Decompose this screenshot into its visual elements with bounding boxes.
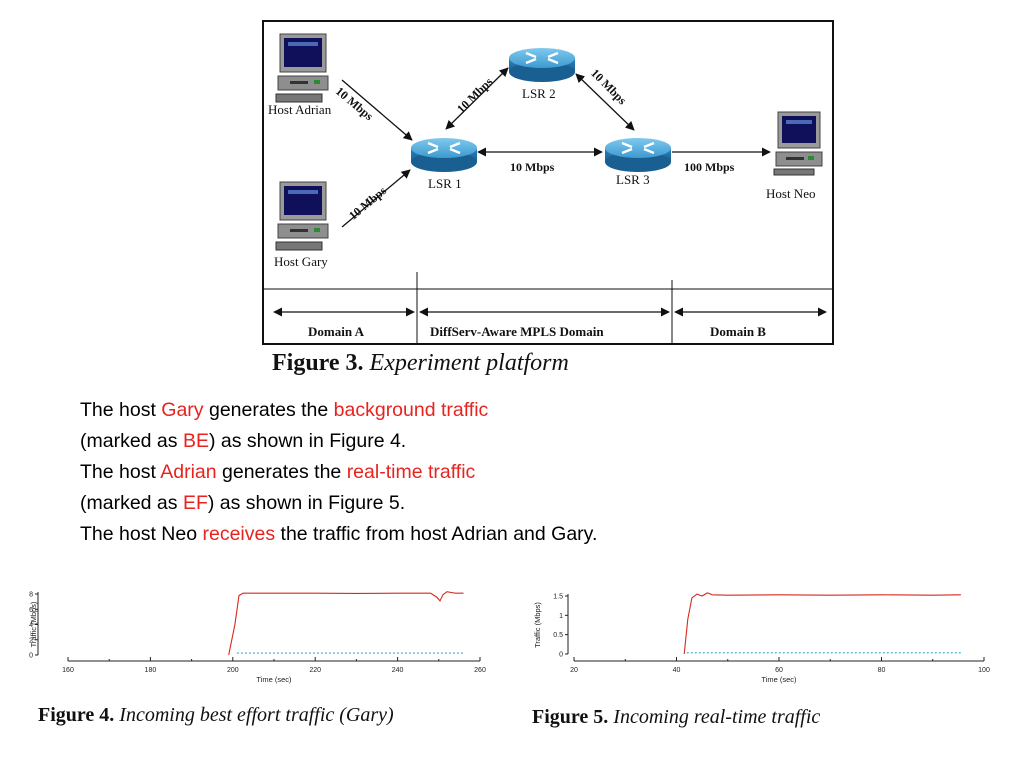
lsr2-label: LSR 2	[522, 86, 556, 101]
highlight-background-traffic: background traffic	[333, 399, 489, 421]
x-tick-label: 200	[227, 667, 239, 674]
link-label-lsr1-lsr3: 10 Mbps	[510, 160, 555, 174]
text-span: The host	[80, 399, 162, 421]
text-span: The host Neo	[80, 523, 203, 545]
link-adrian-lsr1	[341, 79, 413, 141]
y-tick-label: 4	[29, 622, 33, 629]
computer-host-gary-icon	[275, 181, 329, 251]
figure-3-caption: Figure 3. Experiment platform	[272, 350, 569, 377]
x-tick-label: 180	[145, 667, 157, 674]
x-tick-label: 240	[392, 667, 404, 674]
text-span: (marked as	[80, 492, 183, 514]
host-adrian-label: Host Adrian	[268, 102, 332, 117]
link-lsr2-lsr3	[575, 73, 635, 131]
x-tick-label: 220	[309, 667, 321, 674]
x-tick-label: 40	[673, 667, 681, 674]
link-gary-lsr1	[341, 169, 411, 228]
network-diagram: Host Adrian Host Gary Host Neo LSR 1 LSR…	[262, 20, 834, 345]
series-line-1	[683, 592, 961, 655]
text-span: generates the	[203, 399, 334, 421]
text-span: ) as shown in Figure 4.	[208, 430, 407, 452]
x-tick-label: 80	[878, 667, 886, 674]
text-line-5: The host Neo receives the traffic from h…	[80, 519, 597, 550]
figure-3-caption-number: Figure 3.	[272, 350, 364, 376]
figure-5-caption-title: Incoming real-time traffic	[613, 706, 821, 728]
figure-5-caption: Figure 5. Incoming real-time traffic	[532, 706, 820, 729]
text-span: The host	[80, 461, 161, 483]
highlight-be: BE	[182, 430, 209, 452]
domain-mpls-label: DiffServ-Aware MPLS Domain	[430, 324, 604, 339]
x-tick-label: 60	[775, 667, 783, 674]
figure-4-caption-number: Figure 4.	[38, 704, 115, 726]
host-gary-label: Host Gary	[274, 254, 328, 269]
y-tick-label: 6	[29, 607, 33, 614]
router-lsr3-icon	[605, 138, 671, 172]
figure-4-caption: Figure 4. Incoming best effort traffic (…	[38, 704, 394, 727]
lsr1-label: LSR 1	[428, 176, 462, 191]
x-axis-label: Time (sec)	[761, 675, 797, 684]
x-tick-label: 100	[978, 667, 990, 674]
x-tick-label: 20	[570, 667, 578, 674]
text-line-3: The host Adrian generates the real-time …	[80, 457, 597, 488]
y-axis-label: Traffic (Mbps)	[533, 602, 542, 648]
text-span: generates the	[216, 461, 347, 483]
figure-3-caption-title: Experiment platform	[369, 350, 569, 376]
diagram-canvas	[264, 33, 832, 343]
host-neo-label: Host Neo	[766, 186, 816, 201]
highlight-real-time-traffic: real-time traffic	[346, 461, 476, 483]
series-line-1	[228, 591, 464, 656]
lsr3-label: LSR 3	[616, 172, 650, 187]
y-tick-label: 0.5	[553, 632, 563, 639]
y-tick-label: 0	[29, 653, 33, 660]
figure-5-caption-number: Figure 5.	[532, 706, 609, 728]
text-span: ) as shown in Figure 5.	[207, 492, 406, 514]
text-line-4: (marked as EF) as shown in Figure 5.	[80, 488, 597, 519]
y-tick-label: 2	[29, 637, 33, 644]
link-lsr1-lsr2	[445, 67, 509, 130]
text-line-2: (marked as BE) as shown in Figure 4.	[80, 426, 597, 457]
y-tick-label: 1	[559, 613, 563, 620]
computer-host-adrian-icon	[275, 33, 329, 103]
router-lsr1-icon	[411, 138, 477, 172]
highlight-receives: receives	[202, 523, 276, 545]
x-tick-label: 160	[62, 667, 74, 674]
highlight-adrian: Adrian	[160, 461, 217, 483]
y-tick-label: 1.5	[553, 594, 563, 601]
text-span: the traffic from host Adrian and Gary.	[275, 523, 598, 545]
router-lsr2-icon	[509, 48, 575, 82]
highlight-gary: Gary	[161, 399, 204, 421]
x-tick-label: 260	[474, 667, 486, 674]
y-tick-label: 0	[559, 652, 563, 659]
x-axis-label: Time (sec)	[256, 675, 292, 684]
y-tick-label: 8	[29, 592, 33, 599]
domain-b-label: Domain B	[710, 324, 766, 339]
y-axis-label: Traffic (Mbps)	[29, 601, 38, 647]
figure-4-caption-title: Incoming best effort traffic (Gary)	[119, 704, 394, 726]
text-span: (marked as	[80, 430, 183, 452]
domain-a-label: Domain A	[308, 324, 364, 339]
description-text: The host Gary generates the background t…	[80, 395, 597, 550]
link-label-lsr3-neo: 100 Mbps	[684, 160, 735, 174]
text-line-1: The host Gary generates the background t…	[80, 395, 597, 426]
highlight-ef: EF	[182, 492, 208, 514]
computer-host-neo-icon	[773, 111, 823, 176]
